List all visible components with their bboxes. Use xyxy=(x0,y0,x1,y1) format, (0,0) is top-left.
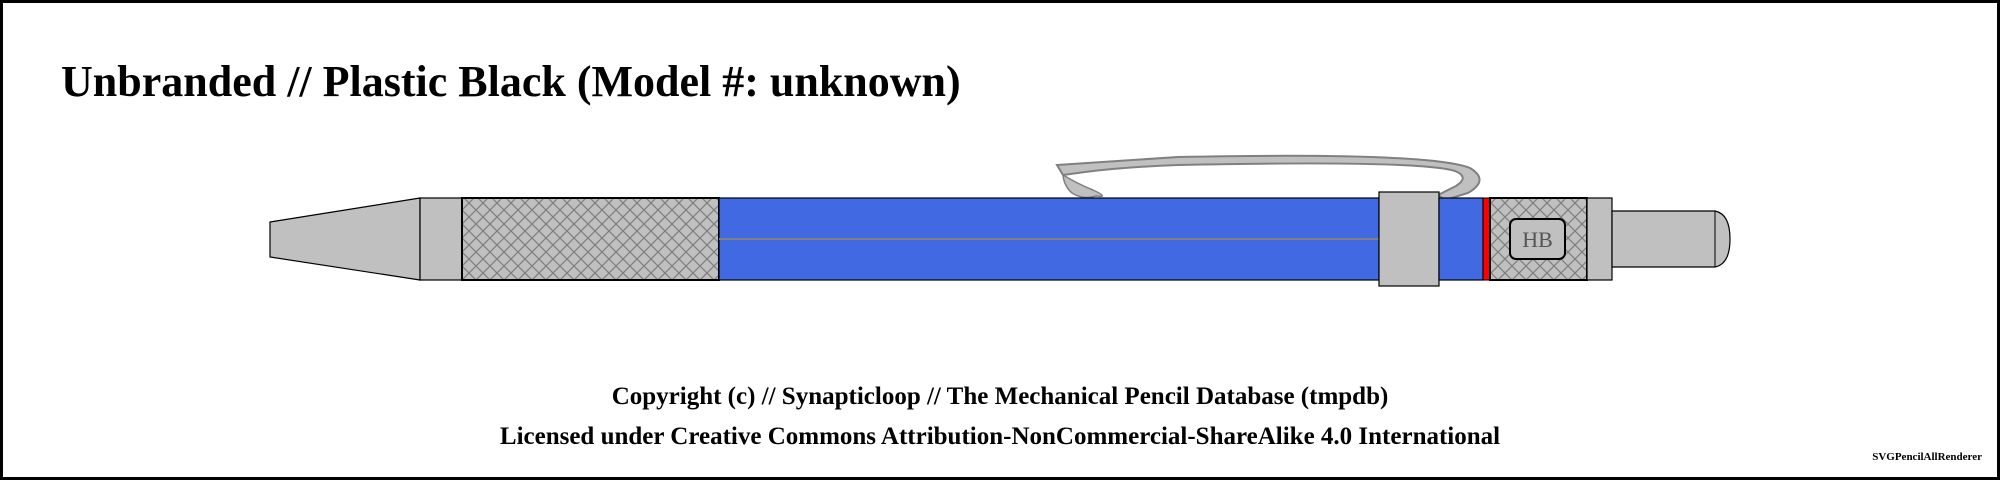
grade-window xyxy=(1509,218,1566,260)
front-ring xyxy=(419,197,463,281)
clip-bulb xyxy=(1062,173,1103,199)
eraser-cap xyxy=(1611,210,1731,268)
license-text: Licensed under Creative Commons Attribut… xyxy=(499,423,1501,450)
grade-label: HB xyxy=(1522,227,1553,252)
grip-section xyxy=(461,197,720,281)
upper-body xyxy=(1438,197,1484,281)
end-ring xyxy=(1586,197,1613,281)
front-cone xyxy=(269,197,421,281)
copyright-text: Copyright (c) // Synapticloop // The Mec… xyxy=(611,383,1389,410)
pencil-title: Unbranded // Plastic Black (Model #: unk… xyxy=(61,57,961,106)
renderer-label: SVGPencilAllRenderer xyxy=(1872,451,1982,463)
clip-arm xyxy=(1055,154,1481,202)
accent-ring xyxy=(1482,197,1491,281)
clip-ring xyxy=(1378,191,1440,287)
